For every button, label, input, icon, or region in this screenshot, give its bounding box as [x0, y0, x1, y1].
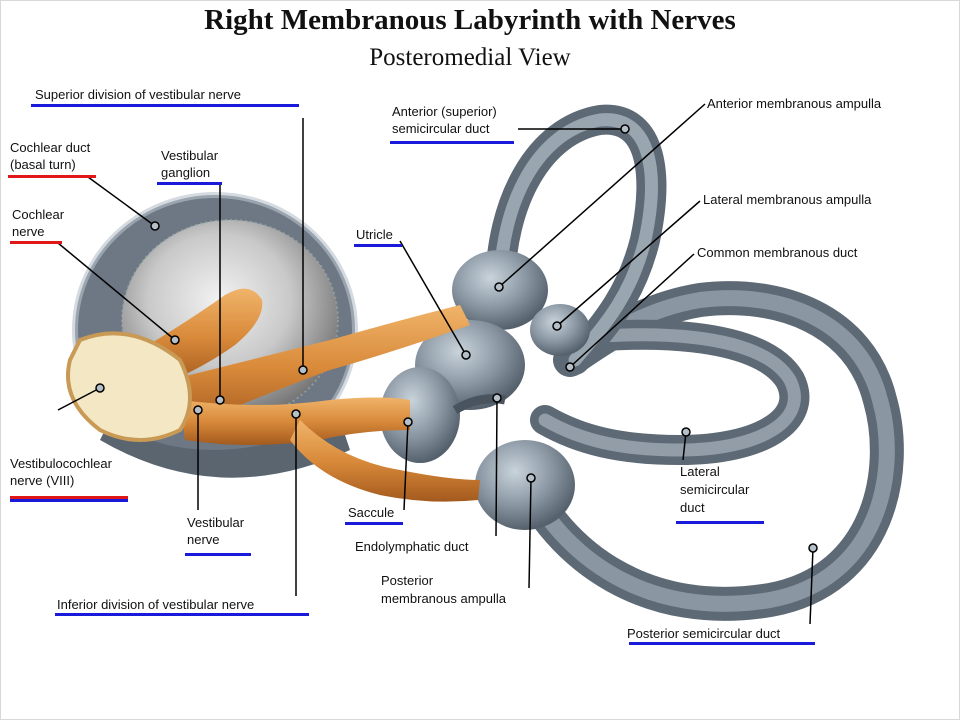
dot-vestibular-nerve: [193, 405, 203, 415]
dot-anterior-ampulla: [494, 282, 504, 292]
dot-inferior-division: [291, 409, 301, 419]
dot-common-duct: [565, 362, 575, 372]
label-endolymphatic-duct: Endolymphatic duct: [355, 539, 469, 554]
dot-saccule: [403, 417, 413, 427]
underline-vestibulocochlear: [10, 496, 128, 502]
label-posterior-ampulla-line2: membranous ampulla: [381, 591, 507, 606]
underline-superior-division: [31, 104, 299, 107]
vestibule-shape: [380, 250, 590, 530]
label-cochlear-nerve-line2: nerve: [12, 224, 45, 239]
dot-posterior-ampulla: [526, 473, 536, 483]
label-lateral-duct-line1: Lateral: [680, 464, 720, 479]
pointer-dots: [95, 124, 818, 553]
diagram-subtitle: Posteromedial View: [369, 44, 571, 71]
label-posterior-duct: Posterior semicircular duct: [627, 626, 781, 641]
label-utricle: Utricle: [356, 227, 393, 242]
dot-utricle: [461, 350, 471, 360]
label-anterior-duct-line1: Anterior (superior): [392, 104, 497, 119]
underline-vestibular-nerve: [185, 553, 251, 556]
dot-superior-division: [298, 365, 308, 375]
label-vestibular-ganglion-line1: Vestibular: [161, 148, 219, 163]
dot-endolymphatic: [492, 393, 502, 403]
underline-posterior-duct: [629, 642, 815, 645]
label-vestibular-nerve-line1: Vestibular: [187, 515, 245, 530]
dot-anterior-duct: [620, 124, 630, 134]
diagram-title: Right Membranous Labyrinth with Nerves: [204, 4, 736, 36]
label-vestibulocochlear-line2: nerve (VIII): [10, 473, 75, 488]
label-inferior-division: Inferior division of vestibular nerve: [57, 597, 255, 612]
membranous-labyrinth-shape: [485, 104, 904, 621]
dot-cochlear-nerve: [170, 335, 180, 345]
underline-utricle: [354, 244, 402, 247]
underline-saccule: [345, 522, 403, 525]
label-lateral-ampulla: Lateral membranous ampulla: [703, 192, 872, 207]
dot-vestibular-ganglion: [215, 395, 225, 405]
label-cochlear-duct-line1: Cochlear duct: [10, 140, 91, 155]
underline-inferior-division: [55, 613, 309, 616]
label-cochlear-nerve-line1: Cochlear: [12, 207, 65, 222]
underline-cochlear-duct: [8, 175, 96, 178]
dot-cochlear-duct: [150, 221, 160, 231]
nerve-bundle-shape: [66, 288, 480, 502]
label-cochlear-duct-line2: (basal turn): [10, 157, 76, 172]
leader-lines: [57, 103, 814, 625]
label-common-duct: Common membranous duct: [697, 245, 858, 260]
underline-lateral-duct: [676, 521, 764, 524]
label-lateral-duct-line3: duct: [680, 500, 705, 515]
label-vestibular-nerve-line2: nerve: [187, 532, 220, 547]
dot-lateral-ampulla: [552, 321, 562, 331]
underline-cochlear-nerve: [10, 241, 62, 244]
label-anterior-ampulla: Anterior membranous ampulla: [707, 96, 882, 111]
underline-vestibular-ganglion: [157, 182, 222, 185]
label-superior-division: Superior division of vestibular nerve: [35, 87, 241, 102]
dot-posterior-duct: [808, 543, 818, 553]
dot-lateral-duct: [681, 427, 691, 437]
label-vestibular-ganglion-line2: ganglion: [161, 165, 211, 180]
dot-vestibulocochlear: [95, 383, 105, 393]
underline-anterior-duct: [390, 141, 514, 144]
label-anterior-duct-line2: semicircular duct: [392, 121, 490, 136]
label-vestibulocochlear-line1: Vestibulocochlear: [10, 456, 112, 471]
label-posterior-ampulla-line1: Posterior: [381, 573, 434, 588]
label-lateral-duct-line2: semicircular: [680, 482, 750, 497]
label-saccule: Saccule: [348, 505, 395, 520]
